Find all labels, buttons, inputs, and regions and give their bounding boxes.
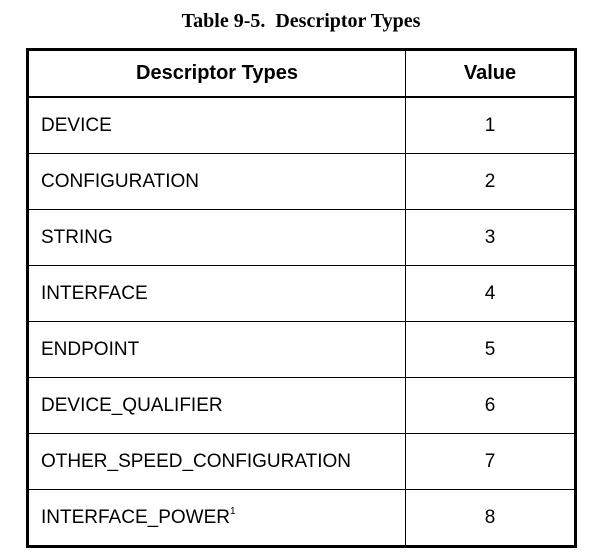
table-row: CONFIGURATION 2 bbox=[27, 153, 576, 210]
descriptor-value-cell: 6 bbox=[405, 377, 576, 434]
table-row: STRING 3 bbox=[27, 209, 576, 266]
descriptor-value-cell: 4 bbox=[405, 265, 576, 322]
table-row: OTHER_SPEED_CONFIGURATION 7 bbox=[27, 433, 576, 490]
header-value: Value bbox=[405, 49, 576, 98]
descriptor-name-cell: CONFIGURATION bbox=[27, 153, 406, 210]
header-row: Descriptor Types Value bbox=[27, 49, 576, 98]
footnote-marker: 1 bbox=[229, 505, 236, 517]
descriptor-name-cell: DEVICE_QUALIFIER bbox=[27, 377, 406, 434]
descriptor-name-cell: INTERFACE_POWER1 bbox=[27, 489, 406, 547]
descriptor-name-cell: INTERFACE bbox=[27, 265, 406, 322]
descriptor-value-cell: 8 bbox=[405, 489, 576, 547]
descriptor-name-cell: STRING bbox=[27, 209, 406, 266]
table-row: INTERFACE 4 bbox=[27, 265, 576, 322]
descriptor-name-cell: ENDPOINT bbox=[27, 321, 406, 378]
descriptor-value-cell: 2 bbox=[405, 153, 576, 210]
descriptor-name-cell: DEVICE bbox=[27, 96, 406, 154]
table-row: DEVICE_QUALIFIER 6 bbox=[27, 377, 576, 434]
descriptor-name-text: INTERFACE_POWER bbox=[41, 506, 230, 528]
descriptor-types-table: Descriptor Types Value DEVICE 1 CONFIGUR… bbox=[26, 48, 577, 548]
table-row: ENDPOINT 5 bbox=[27, 321, 576, 378]
header-descriptor-types: Descriptor Types bbox=[27, 49, 406, 98]
descriptor-value-cell: 3 bbox=[405, 209, 576, 266]
table-row: INTERFACE_POWER1 8 bbox=[27, 489, 576, 547]
descriptor-name-cell: OTHER_SPEED_CONFIGURATION bbox=[27, 433, 406, 490]
table-caption: Table 9-5. Descriptor Types bbox=[181, 10, 421, 32]
descriptor-value-cell: 1 bbox=[405, 96, 576, 154]
descriptor-value-cell: 7 bbox=[405, 433, 576, 490]
descriptor-value-cell: 5 bbox=[405, 321, 576, 378]
table-row: DEVICE 1 bbox=[27, 96, 576, 154]
